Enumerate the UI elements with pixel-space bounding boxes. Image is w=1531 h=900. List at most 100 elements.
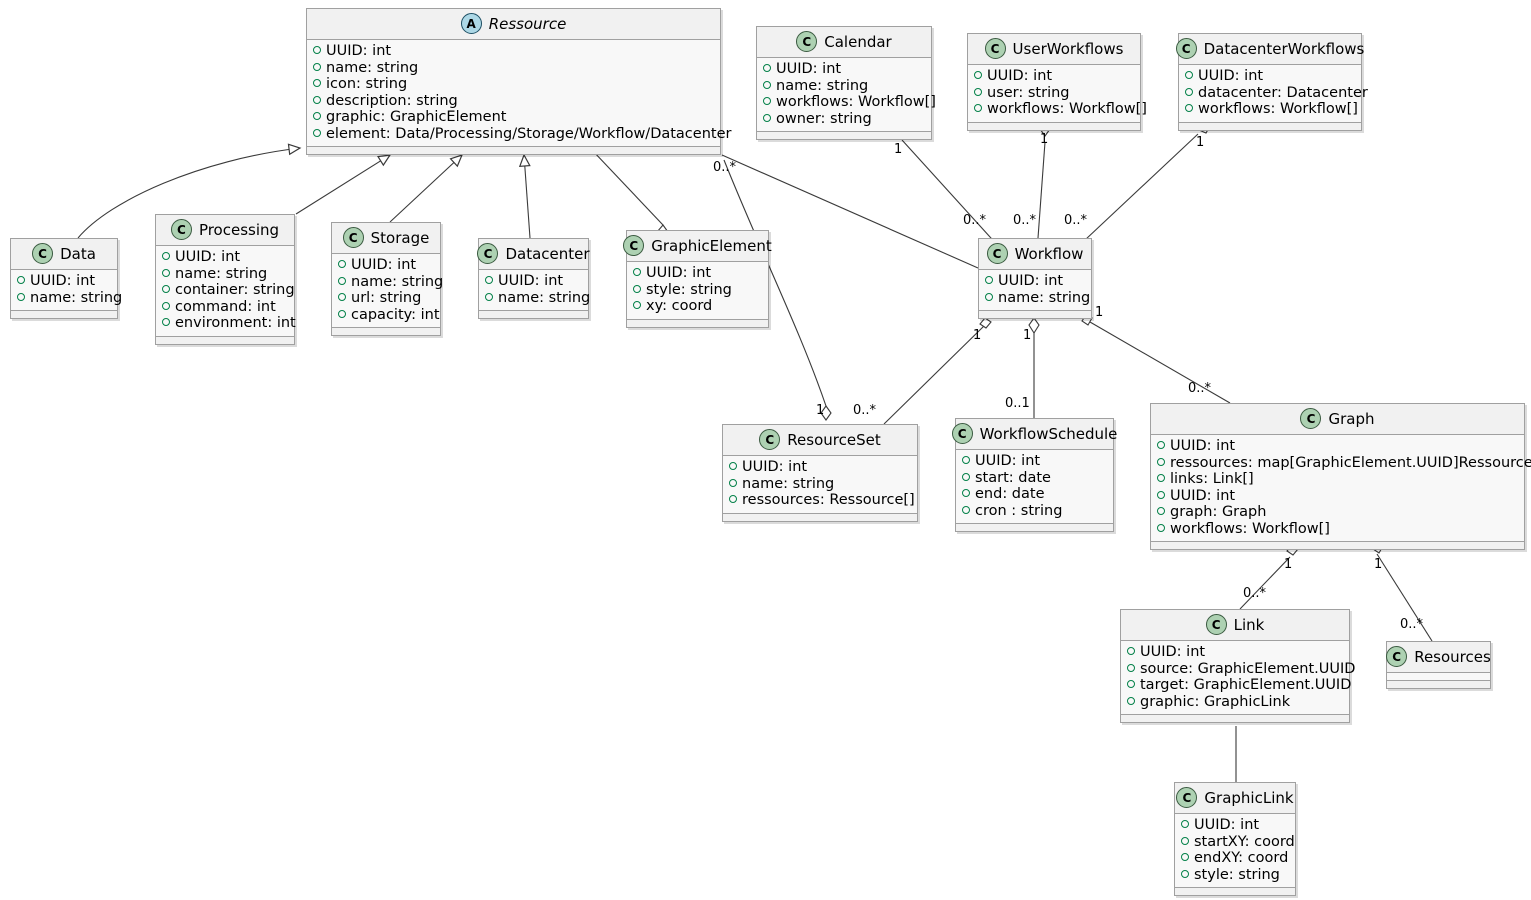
- multiplicity-label: 1: [816, 403, 825, 418]
- class-methods-resourceset: [723, 513, 917, 521]
- attribute-label: element: Data/Processing/Storage/Workflo…: [326, 125, 732, 142]
- attribute-label: workflows: Workflow[]: [776, 94, 936, 110]
- visibility-public-icon: [162, 318, 170, 326]
- attribute-label: UUID: int: [975, 453, 1041, 469]
- visibility-public-icon: [338, 309, 346, 318]
- visibility-public-icon: [763, 97, 771, 105]
- visibility-public-icon: [962, 456, 970, 464]
- class-name-resources: Resources: [1414, 647, 1491, 666]
- attribute-label: UUID: int: [998, 273, 1064, 289]
- attribute-row: UUID: int: [1185, 68, 1355, 85]
- class-attributes-resources: [1387, 673, 1490, 681]
- attribute-row: name: string: [162, 266, 288, 283]
- attribute-row: UUID: int: [1181, 817, 1289, 834]
- attribute-label: icon: string: [326, 76, 408, 92]
- visibility-public-icon: [17, 276, 25, 284]
- class-icon: C: [170, 219, 192, 240]
- visibility-public-icon: [763, 64, 771, 72]
- visibility-public-icon: [1157, 490, 1165, 499]
- class-name-link: Link: [1233, 615, 1265, 634]
- multiplicity-label: 1: [1095, 305, 1104, 320]
- visibility-public-icon: [338, 293, 346, 301]
- visibility-public-icon: [1185, 87, 1193, 96]
- attribute-label: startXY: coord: [1194, 833, 1295, 850]
- attribute-row: environment: int: [162, 315, 296, 332]
- attribute-label: workflows: Workflow[]: [1170, 520, 1330, 537]
- attribute-row: graphic: GraphicElement: [313, 109, 714, 126]
- attribute-row: UUID: int: [1157, 488, 1518, 505]
- class-methods-workflowschedule: [956, 524, 1113, 531]
- visibility-public-icon: [1157, 523, 1165, 532]
- attribute-label: graph: Graph: [1170, 504, 1267, 520]
- class-name-workflowschedule: WorkflowSchedule: [979, 424, 1118, 443]
- visibility-public-icon: [1181, 836, 1189, 845]
- attribute-row: UUID: int: [1127, 644, 1343, 661]
- attribute-label: source: GraphicElement.UUID: [1140, 660, 1356, 677]
- attribute-row: start: date: [962, 470, 1107, 487]
- visibility-public-icon: [1127, 663, 1135, 672]
- class-methods-link: [1121, 715, 1349, 722]
- class-methods-workflow: [979, 311, 1091, 318]
- attribute-row: datacenter: Datacenter: [1185, 85, 1368, 102]
- class-icon: C: [986, 243, 1008, 264]
- attribute-label: UUID: int: [175, 249, 241, 265]
- attribute-row: owner: string: [763, 111, 925, 128]
- attribute-label: name: string: [498, 289, 591, 306]
- class-name-datacenter: Datacenter: [505, 244, 590, 263]
- attribute-label: capacity: int: [351, 306, 440, 323]
- attribute-row: description: string: [313, 93, 714, 110]
- class-methods-processing: [156, 336, 294, 344]
- edge-workflow-resourceset: [883, 324, 986, 425]
- visibility-public-icon: [1127, 680, 1135, 688]
- multiplicity-label: 1: [1284, 557, 1293, 572]
- visibility-public-icon: [729, 495, 737, 503]
- visibility-public-icon: [962, 472, 970, 481]
- visibility-public-icon: [763, 113, 771, 122]
- visibility-public-icon: [633, 301, 641, 309]
- attribute-label: UUID: int: [987, 68, 1053, 84]
- class-name-ressource: Ressource: [488, 14, 567, 33]
- attribute-label: name: string: [742, 475, 835, 492]
- class-name-workflow: Workflow: [1014, 244, 1084, 263]
- attribute-label: UUID: int: [646, 265, 712, 281]
- attribute-row: UUID: int: [485, 273, 582, 290]
- attribute-row: style: string: [633, 282, 762, 299]
- attribute-row: name: string: [338, 274, 443, 291]
- attribute-row: ressources: Ressource[]: [729, 492, 915, 509]
- attribute-row: UUID: int: [1157, 438, 1518, 455]
- attribute-row: name: string: [763, 78, 925, 95]
- attribute-row: name: string: [485, 290, 590, 307]
- attribute-label: UUID: int: [742, 459, 808, 475]
- attribute-label: cron : string: [975, 502, 1063, 519]
- attribute-label: UUID: int: [30, 273, 96, 289]
- visibility-public-icon: [1181, 820, 1189, 828]
- multiplicity-label: 0..*: [1188, 381, 1212, 396]
- attribute-label: environment: int: [175, 315, 296, 331]
- attribute-row: element: Data/Processing/Storage/Workflo…: [313, 126, 731, 143]
- visibility-public-icon: [1185, 71, 1193, 79]
